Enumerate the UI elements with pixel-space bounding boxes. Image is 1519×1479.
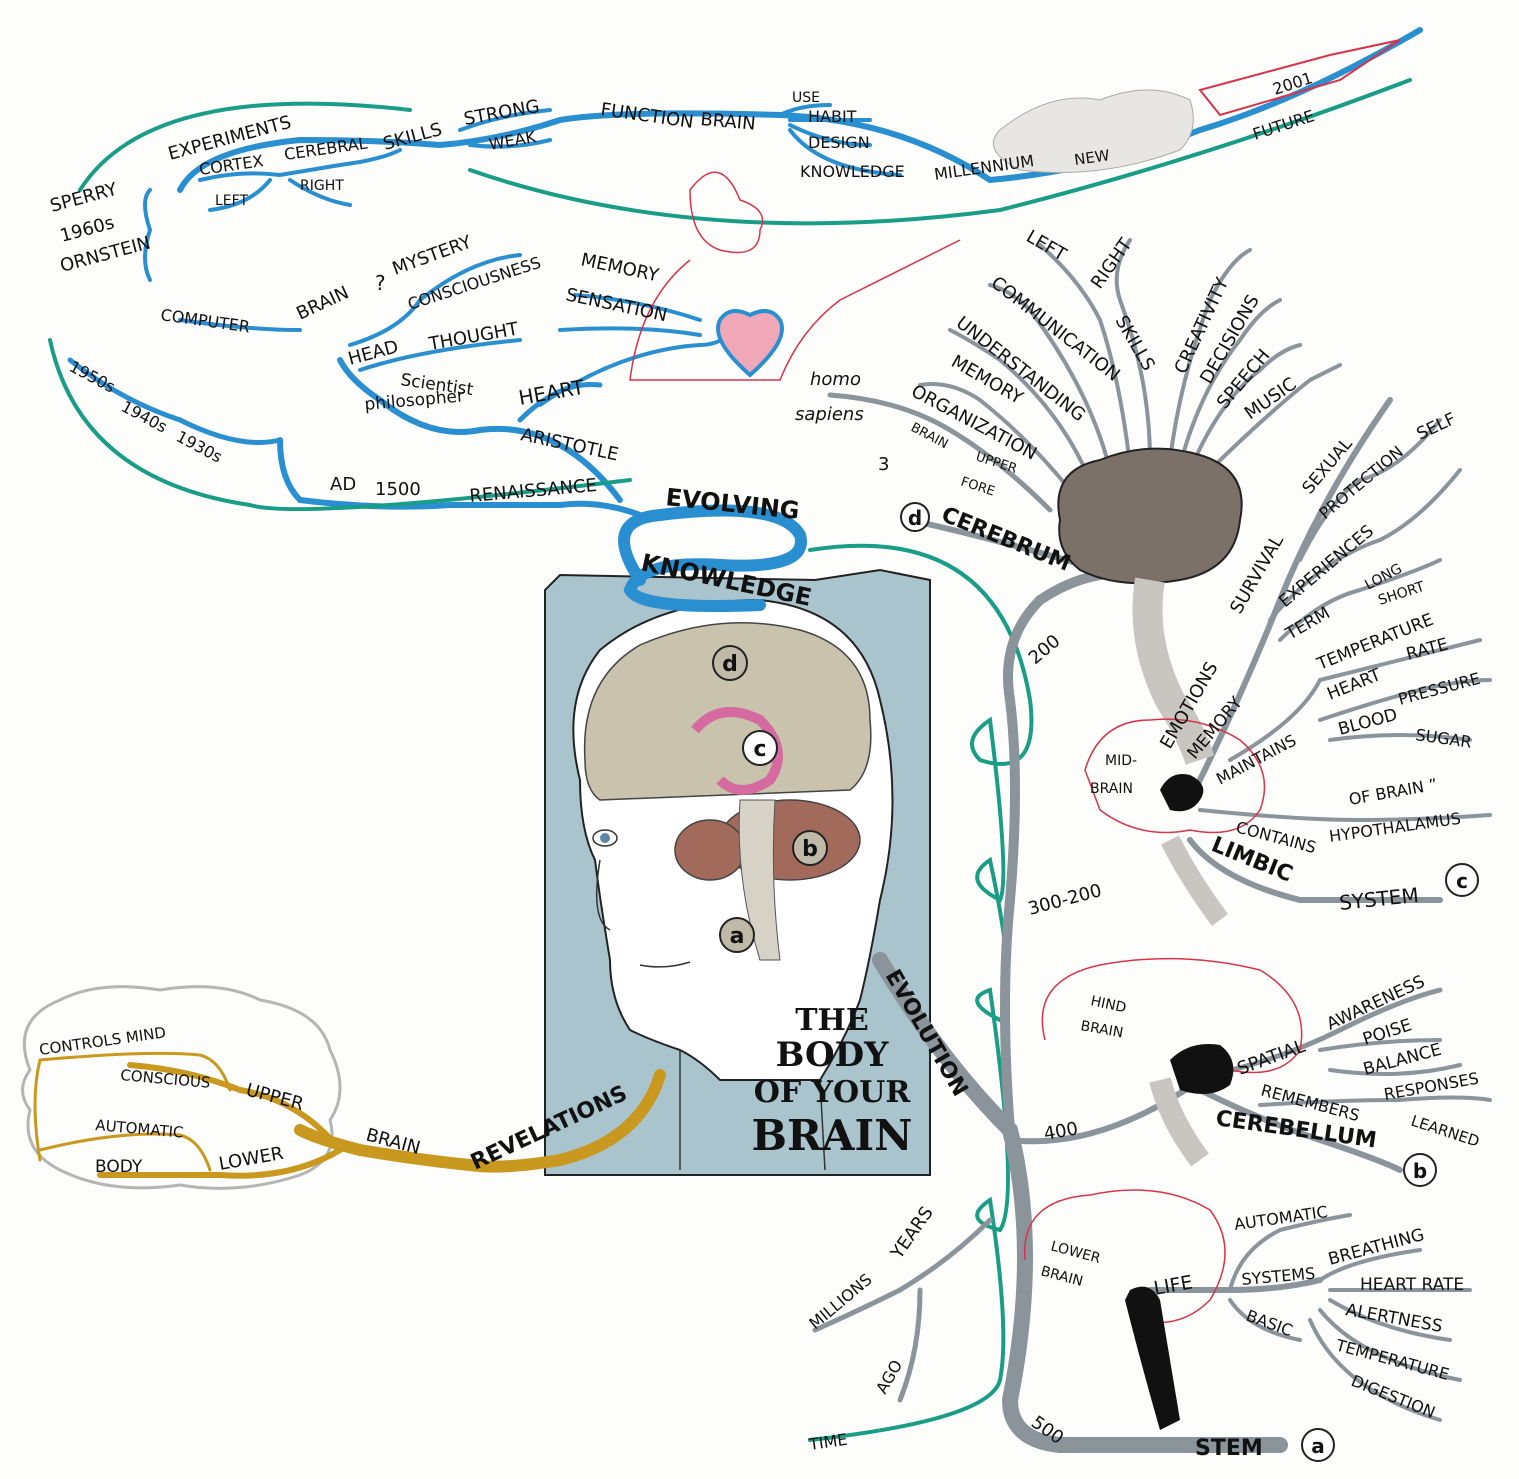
svg-text:BRAIN: BRAIN — [751, 1111, 912, 1160]
svg-text:BRAIN: BRAIN — [700, 109, 757, 135]
svg-text:SELF: SELF — [1414, 409, 1459, 444]
svg-text:LEARNED: LEARNED — [1409, 1112, 1482, 1151]
svg-text:RIGHT: RIGHT — [1087, 234, 1137, 293]
svg-text:1930s: 1930s — [173, 427, 225, 467]
svg-text:SKILLS: SKILLS — [381, 119, 444, 155]
svg-text:MAINTAINS: MAINTAINS — [1213, 731, 1299, 789]
svg-text:300-200: 300-200 — [1026, 880, 1104, 920]
svg-text:STEM: STEM — [1195, 1436, 1263, 1461]
svg-text:BODY: BODY — [776, 1035, 889, 1075]
svg-text:FORE: FORE — [959, 475, 997, 500]
svg-text:LIFE: LIFE — [1152, 1271, 1194, 1299]
svg-text:RATE: RATE — [1404, 634, 1450, 664]
svg-text:philosopher: philosopher — [364, 386, 465, 415]
svg-text:YEARS: YEARS — [886, 1203, 937, 1264]
svg-text:SYSTEM: SYSTEM — [1338, 883, 1420, 915]
svg-text:STRONG: STRONG — [462, 96, 541, 130]
svg-text:homo: homo — [810, 369, 861, 390]
svg-text:a: a — [1311, 1434, 1325, 1458]
svg-text:HYPOTHALAMUS: HYPOTHALAMUS — [1328, 809, 1462, 846]
svg-text:200: 200 — [1025, 631, 1065, 669]
svg-text:SUGAR: SUGAR — [1414, 725, 1472, 752]
svg-text:BRAIN: BRAIN — [1090, 781, 1133, 797]
svg-text:COMPUTER: COMPUTER — [159, 305, 251, 336]
svg-text:sapiens: sapiens — [795, 404, 864, 425]
svg-text:1940s: 1940s — [118, 397, 170, 437]
svg-text:HABIT: HABIT — [808, 107, 857, 126]
svg-text:PRESSURE: PRESSURE — [1396, 669, 1482, 709]
svg-text:CONSCIOUS: CONSCIOUS — [120, 1066, 211, 1092]
svg-text:c: c — [1456, 869, 1468, 893]
svg-text:MEMORY: MEMORY — [579, 249, 662, 286]
svg-text:TIME: TIME — [807, 1430, 849, 1454]
svg-text:1500: 1500 — [375, 479, 421, 500]
svg-text:b: b — [1413, 1159, 1427, 1183]
svg-text:1950s: 1950s — [66, 357, 118, 397]
svg-text:3: 3 — [878, 454, 889, 475]
svg-text:SPATIAL: SPATIAL — [1235, 1036, 1309, 1080]
svg-text:c: c — [753, 737, 766, 762]
svg-text:b: b — [802, 837, 818, 862]
cerebellum-labels: CEREBELLUM b HIND BRAIN SPATIAL AWARENES… — [1079, 972, 1481, 1186]
svg-text:EXPERIENCES: EXPERIENCES — [1275, 521, 1378, 612]
svg-text:ARISTOTLE: ARISTOTLE — [519, 424, 620, 465]
svg-text:1960s: 1960s — [58, 212, 117, 247]
portrait-marker-b: b — [793, 831, 827, 865]
svg-text:FUNCTION: FUNCTION — [599, 99, 695, 133]
svg-text:WEAK: WEAK — [487, 127, 537, 154]
svg-text:BASIC: BASIC — [1244, 1306, 1296, 1340]
svg-text:KNOWLEDGE: KNOWLEDGE — [800, 162, 905, 181]
svg-text:AD: AD — [330, 474, 356, 495]
evolving-label: EVOLVING — [664, 483, 800, 525]
svg-text:DIGESTION: DIGESTION — [1349, 1371, 1438, 1422]
stem-illustration — [1025, 1190, 1225, 1430]
svg-text:HIND: HIND — [1089, 993, 1127, 1016]
svg-text:CEREBRUM: CEREBRUM — [938, 502, 1074, 576]
svg-text:USE: USE — [792, 90, 820, 106]
svg-text:UPPER: UPPER — [244, 1080, 306, 1115]
portrait-marker-a: a — [720, 918, 754, 952]
portrait-marker-c: c — [743, 731, 777, 765]
svg-text:d: d — [908, 506, 922, 530]
svg-text:BRAIN: BRAIN — [1039, 1263, 1085, 1290]
svg-text:BREATHING: BREATHING — [1326, 1225, 1426, 1270]
svg-text:400: 400 — [1042, 1118, 1079, 1145]
svg-text:HEART RATE: HEART RATE — [1360, 1275, 1464, 1295]
svg-text:OF YOUR: OF YOUR — [754, 1075, 912, 1110]
svg-text:LEFT: LEFT — [215, 193, 248, 209]
svg-text:MID-: MID- — [1105, 753, 1137, 769]
svg-text:a: a — [730, 924, 745, 949]
svg-text:SENSATION: SENSATION — [564, 284, 669, 326]
svg-text:LEFT: LEFT — [1023, 226, 1071, 266]
svg-text:BODY: BODY — [95, 1157, 143, 1177]
svg-text:?: ? — [375, 271, 386, 295]
svg-text:DESIGN: DESIGN — [808, 133, 870, 152]
svg-text:BRAIN: BRAIN — [293, 282, 352, 324]
svg-text:ALERTNESS: ALERTNESS — [1344, 1300, 1444, 1337]
svg-text:LOWER: LOWER — [1049, 1238, 1102, 1267]
svg-text:HEART: HEART — [517, 375, 587, 410]
portrait-marker-d: d — [713, 646, 747, 680]
svg-text:POISE: POISE — [1360, 1015, 1414, 1050]
svg-text:RIGHT: RIGHT — [300, 178, 344, 194]
svg-text:d: d — [722, 652, 738, 677]
svg-text:THOUGHT: THOUGHT — [426, 318, 521, 355]
svg-text:OF BRAIN ”: OF BRAIN ” — [1347, 775, 1438, 809]
svg-text:MILLIONS: MILLIONS — [805, 1270, 875, 1333]
svg-text:THE: THE — [795, 1003, 869, 1038]
svg-text:BRAIN: BRAIN — [1079, 1018, 1124, 1041]
